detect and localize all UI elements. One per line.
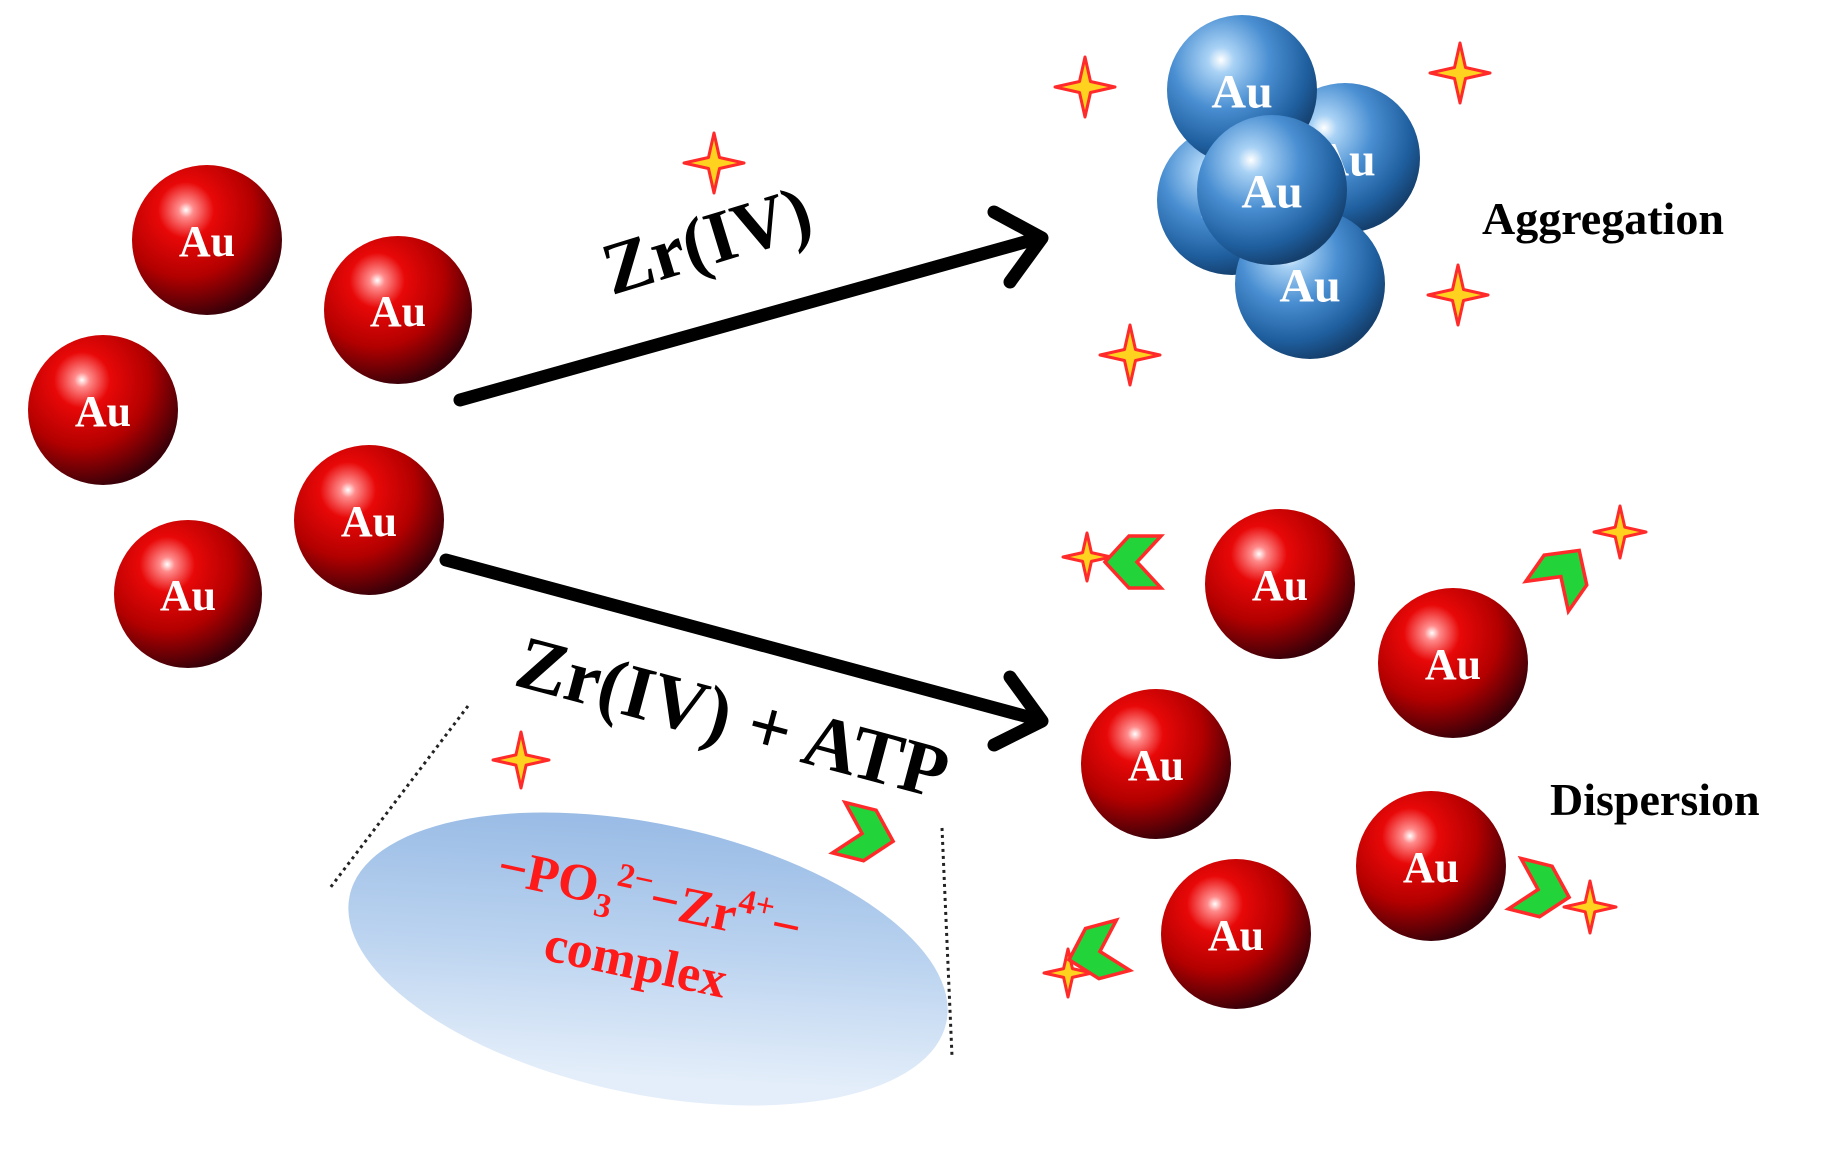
gold-nanoparticle-icon: Au [1161,859,1311,1009]
nanoparticle-label: Au [1241,165,1302,218]
gold-nanoparticle-icon: Au [294,445,444,595]
gold-nanoparticle-icon: Au [28,335,178,485]
sparkle-star-icon [1042,947,1094,999]
sparkle-star-icon [1428,41,1492,105]
atp-chevron-icon [828,799,896,863]
lower-arrow-icon [439,553,1049,752]
gold-nanoparticle-icon: Au [1081,689,1231,839]
nanoparticle-label: Au [1128,741,1184,790]
nanoparticle-label: Au [1279,259,1340,312]
atp-chevron-icon [1066,917,1135,981]
gold-nanoparticles: AuAuAuAuAuAuAuAuAuAuAuAuAuAuAu [28,15,1528,1009]
aggregated-nanoparticle-icon: Au [1197,115,1347,265]
formula-superscript: 2− [614,857,657,901]
sparkle-star-icon [491,730,551,790]
nanoparticle-label: Au [1425,640,1481,689]
sparkle-star-icon [1426,263,1490,327]
sparkle-star-icon [1098,323,1162,387]
nanoparticle-label: Au [1211,65,1272,118]
nanoparticle-label: Au [75,387,131,436]
nanoparticle-label: Au [179,217,235,266]
nanoparticle-label: Au [370,287,426,336]
atp-chevron-icon [1522,548,1589,616]
sparkle-star-icon [1061,531,1113,583]
guide-dotted-line-left [328,705,470,889]
upper-arrow-icon [453,205,1049,407]
nanoparticle-label: Au [1403,843,1459,892]
gold-nanoparticle-icon: Au [324,236,472,384]
atp-chevrons [828,534,1589,981]
complex-ellipse [348,812,948,1106]
nanoparticle-label: Au [1252,561,1308,610]
aggregation-label: Aggregation [1482,193,1724,244]
sparkle-star-icon [682,131,746,195]
nanoparticle-label: Au [160,571,216,620]
dispersion-label: Dispersion [1550,774,1760,825]
sparkle-star-icon [1053,55,1117,119]
nanoparticle-label: Au [341,497,397,546]
nanoparticle-label: Au [1208,911,1264,960]
gold-nanoparticle-icon: Au [114,520,262,668]
lower-arrow-label: Zr(IV) + ATP [508,620,958,816]
gold-nanoparticle-icon: Au [1378,588,1528,738]
gold-nanoparticle-icon: Au [1356,791,1506,941]
sparkle-stars [491,41,1648,999]
sparkle-star-icon [1592,504,1648,560]
upper-arrow-label: Zr(IV) [593,171,821,312]
gold-nanoparticle-icon: Au [1205,509,1355,659]
atp-chevron-icon [1102,534,1165,590]
sparkle-star-icon [1562,879,1618,935]
atp-chevron-icon [1504,855,1572,919]
formula-superscript-2: 4+ [735,882,778,926]
guide-dotted-line-right [940,827,954,1057]
gold-nanoparticle-icon: Au [132,165,282,315]
